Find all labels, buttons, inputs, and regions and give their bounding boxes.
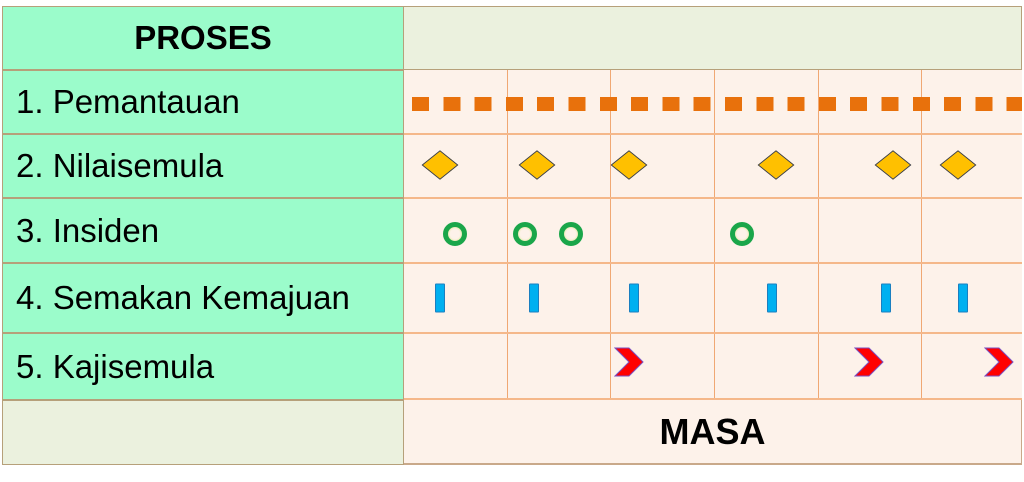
timeline-header bbox=[404, 6, 1022, 70]
footer-left-cell bbox=[2, 400, 404, 465]
bar-icon bbox=[629, 283, 639, 313]
grid-line bbox=[921, 70, 922, 400]
time-label-text: MASA bbox=[659, 410, 766, 452]
grid-line bbox=[610, 70, 611, 400]
chevron-icon bbox=[854, 347, 884, 377]
grid-line bbox=[404, 133, 1022, 135]
grid-line bbox=[404, 332, 1022, 334]
bar-icon bbox=[881, 283, 891, 313]
label-text: 2. Nilaisemula bbox=[16, 147, 224, 184]
process-header-text: PROSES bbox=[134, 19, 272, 56]
chevron-icon bbox=[614, 347, 644, 377]
ring-icon bbox=[513, 222, 537, 246]
row-label-kajisemula: 5. Kajisemula bbox=[2, 333, 404, 400]
bar-icon bbox=[435, 283, 445, 313]
grid-line bbox=[507, 70, 508, 400]
ring-icon bbox=[730, 222, 754, 246]
grid-line bbox=[404, 197, 1022, 199]
bar-icon bbox=[958, 283, 968, 313]
label-text: 4. Semakan Kemajuan bbox=[16, 279, 350, 316]
ring-icon bbox=[443, 222, 467, 246]
time-axis-label: MASA bbox=[404, 400, 1022, 465]
grid-line bbox=[404, 262, 1022, 264]
chevron-icon bbox=[984, 347, 1014, 377]
bar-icon bbox=[767, 283, 777, 313]
row-label-semakan-kemajuan: 4. Semakan Kemajuan bbox=[2, 263, 404, 333]
label-text: 3. Insiden bbox=[16, 211, 160, 249]
row-label-nilaisemula: 2. Nilaisemula bbox=[2, 134, 404, 198]
grid-line bbox=[714, 70, 715, 400]
grid-line bbox=[404, 398, 1022, 400]
row-label-pemantauan: 1. Pemantauan bbox=[2, 70, 404, 134]
monitoring-dotted-line bbox=[412, 97, 1022, 111]
timeline-grid bbox=[404, 70, 1022, 400]
process-header: PROSES bbox=[2, 6, 404, 70]
grid-line bbox=[818, 70, 819, 400]
bar-icon bbox=[529, 283, 539, 313]
ring-icon bbox=[559, 222, 583, 246]
label-text: 5. Kajisemula bbox=[16, 347, 215, 385]
label-text: 1. Pemantauan bbox=[16, 83, 240, 120]
row-label-insiden: 3. Insiden bbox=[2, 198, 404, 263]
